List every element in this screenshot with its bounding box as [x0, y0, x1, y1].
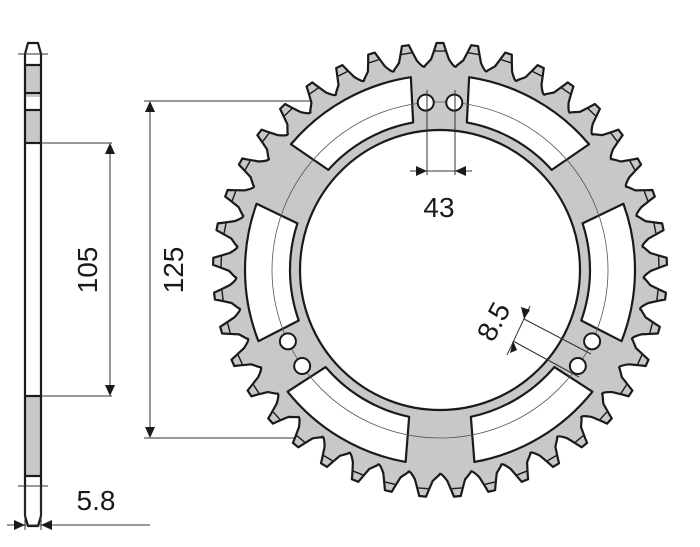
thickness-dimension: 5.8 [7, 485, 150, 530]
bolt-hole [278, 332, 297, 351]
thickness-label: 5.8 [77, 485, 116, 516]
bolt-hole [416, 93, 435, 112]
lightening-slot [469, 365, 594, 464]
bolt-hole [568, 357, 587, 376]
hole-diameter-label: 8.5 [471, 297, 517, 346]
lightening-slot [465, 76, 591, 171]
hole-spacing-dimension: 43 [410, 90, 472, 223]
bolt-hole [445, 93, 464, 112]
pcd-label: 125 [158, 247, 189, 294]
hole-spacing-label: 43 [423, 192, 454, 223]
bolt-hole [583, 332, 602, 351]
lightening-slot [286, 365, 411, 464]
bore-diameter-label: 105 [72, 247, 103, 294]
lightening-slot [289, 76, 415, 171]
sprocket-face [212, 41, 668, 498]
pitch-circle [271, 101, 609, 439]
side-profile [18, 41, 48, 528]
bore-dimension: 105 [41, 142, 115, 397]
bolt-hole [293, 357, 312, 376]
